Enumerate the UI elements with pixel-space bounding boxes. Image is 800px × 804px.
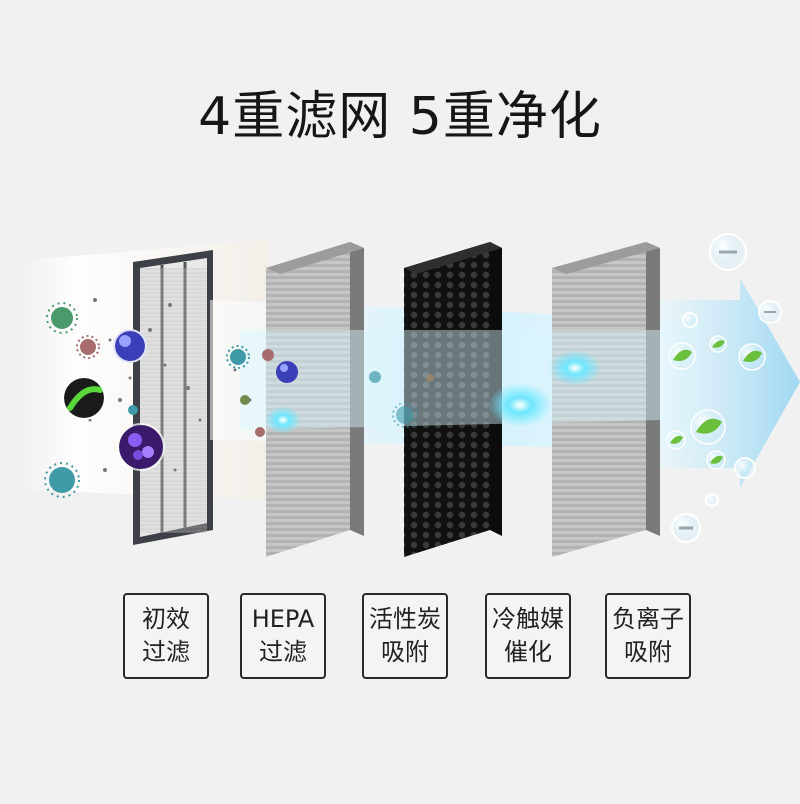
- glow-spot: [488, 383, 552, 427]
- layer-label-activated-carbon: 活性炭 吸附: [362, 593, 448, 679]
- virus-icon: [255, 427, 265, 437]
- layer-label-hepa: HEPA 过滤: [240, 593, 326, 679]
- bacteria-bubble-icon: [117, 423, 165, 471]
- layer-label-primary-filter: 初效 过滤: [123, 593, 209, 679]
- bacteria-bubble-icon: [276, 361, 298, 383]
- layer-label-line2: 吸附: [624, 638, 672, 666]
- virus-icons: [44, 302, 434, 498]
- virus-icon: [128, 405, 138, 415]
- layer-label-cold-catalyst: 冷触媒 催化: [485, 593, 571, 679]
- layer-label-line1: 活性炭: [369, 605, 441, 633]
- leaf-icons: [666, 335, 766, 470]
- layer-label-line1: HEPA: [251, 605, 315, 633]
- leaf-icon: [668, 342, 696, 370]
- layer-label-line2: 催化: [504, 638, 552, 666]
- air-stream-overlay: [240, 330, 660, 430]
- bacteria-bubble-icon: [62, 376, 106, 420]
- virus-icon: [76, 335, 100, 359]
- layer-label-line1: 初效: [142, 605, 190, 633]
- virus-icon: [46, 302, 78, 334]
- virus-icon: [392, 402, 418, 428]
- glow-spot: [549, 350, 601, 386]
- layer-label-line1: 冷触媒: [492, 605, 564, 633]
- hepa-filter-panel: [266, 242, 364, 557]
- bacteria-icons: [62, 329, 298, 471]
- activated-carbon-panel: [404, 242, 502, 557]
- virus-icon: [226, 345, 250, 369]
- cold-catalyst-panel: [552, 242, 660, 557]
- virus-icon: [426, 374, 434, 382]
- virus-icon: [44, 462, 80, 498]
- primary-filter-panel: [133, 250, 213, 545]
- negative-ion-bubbles: [671, 233, 782, 543]
- leaf-icon: [738, 343, 766, 371]
- ion-bubble: [705, 493, 719, 507]
- ion-bubble: [734, 457, 756, 479]
- leaf-icon: [709, 335, 727, 353]
- layer-label-negative-ion: 负离子 吸附: [605, 593, 691, 679]
- leaf-icon: [706, 450, 726, 470]
- virus-icon: [240, 395, 250, 405]
- glow-spot: [265, 406, 301, 434]
- ion-bubble: [682, 312, 698, 328]
- leaf-icon: [690, 409, 726, 445]
- filter-layer-labels: 初效 过滤 HEPA 过滤 活性炭 吸附 冷触媒 催化 负离子 吸附: [0, 593, 800, 683]
- layer-label-line2: 吸附: [381, 638, 429, 666]
- virus-icon: [369, 371, 381, 383]
- layer-label-line2: 过滤: [259, 638, 307, 666]
- layer-label-line2: 过滤: [142, 638, 190, 666]
- bacteria-bubble-icon: [113, 329, 147, 363]
- headline: 4重滤网 5重净化: [198, 87, 602, 147]
- layer-label-line1: 负离子: [612, 605, 684, 633]
- virus-icon: [262, 349, 274, 361]
- leaf-icon: [666, 430, 686, 450]
